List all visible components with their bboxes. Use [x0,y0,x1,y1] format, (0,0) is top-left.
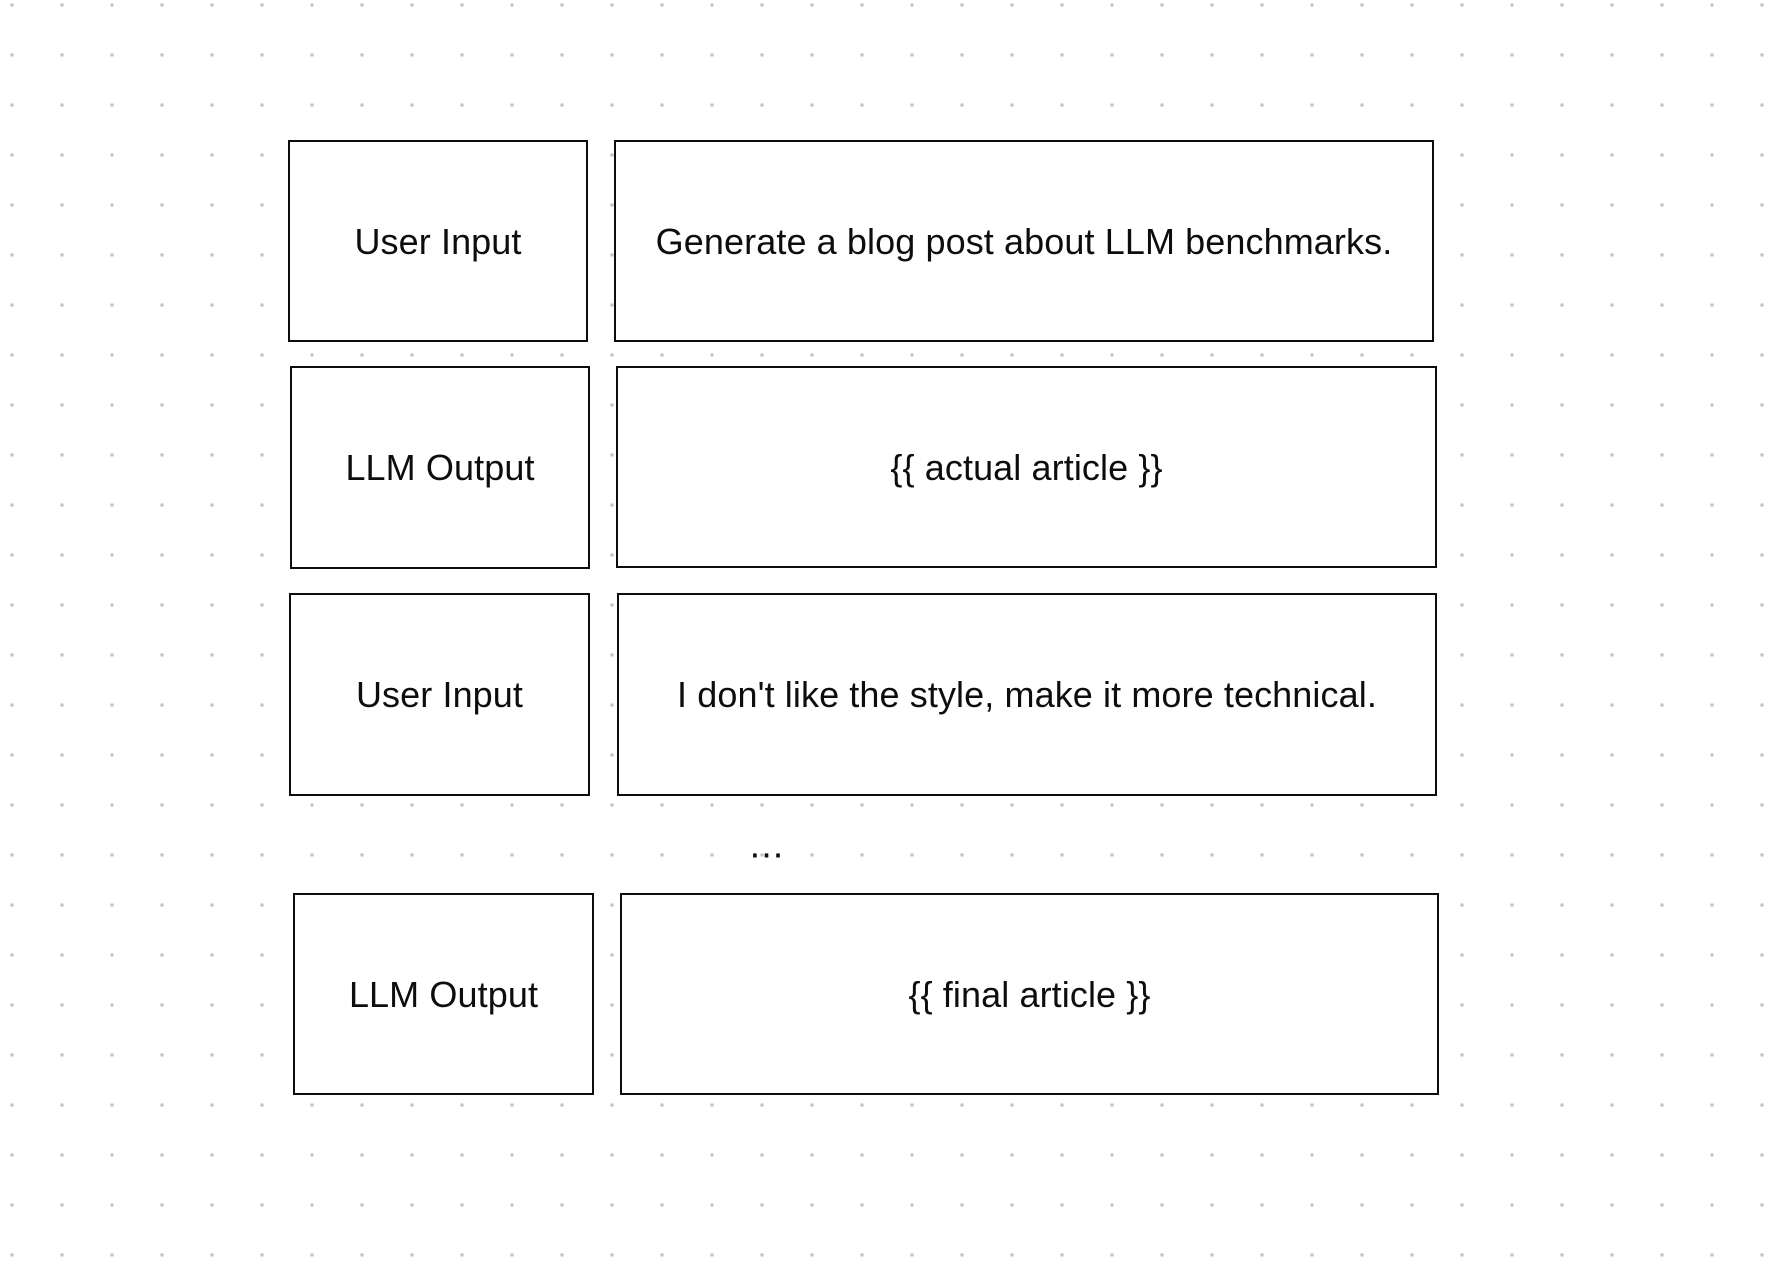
node-user-input-2: User Input [289,593,590,796]
node-llm-output-1: LLM Output [290,366,590,569]
node-llm-output-1-content: {{ actual article }} [616,366,1437,568]
node-user-input-1-content: Generate a blog post about LLM benchmark… [614,140,1434,342]
node-llm-output-2: LLM Output [293,893,594,1095]
node-user-input-1: User Input [288,140,588,342]
node-llm-output-2-content: {{ final article }} [620,893,1439,1095]
ellipsis-separator: ... [749,824,785,867]
node-user-input-2-content: I don't like the style, make it more tec… [617,593,1437,796]
